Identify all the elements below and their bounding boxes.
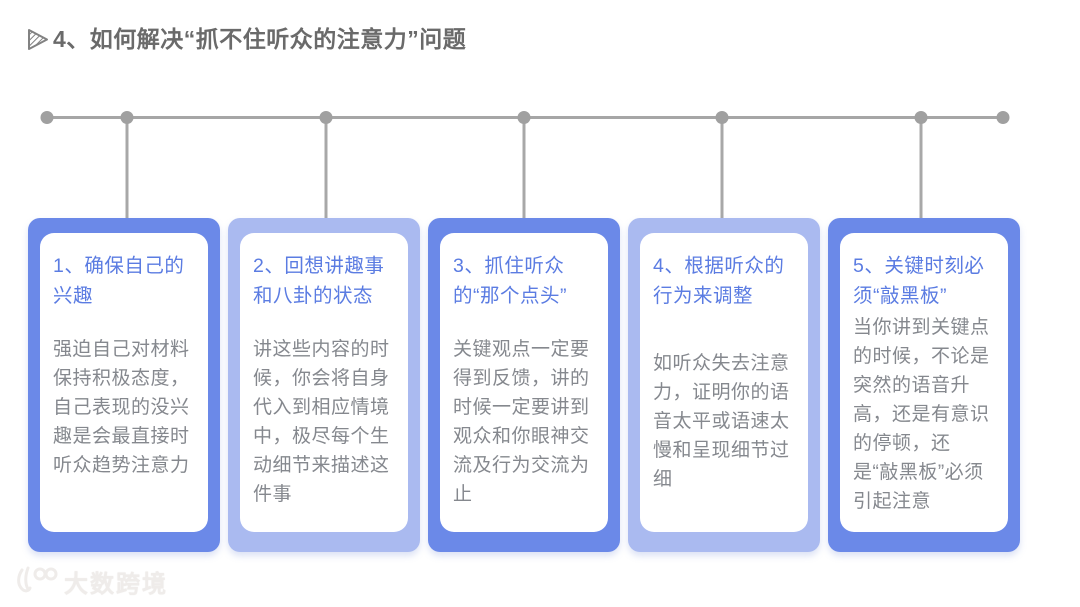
timeline-connector bbox=[125, 118, 129, 219]
card-row: 1、确保自己的兴趣 强迫自己对材料保持积极态度，自己表现的没兴趣是会最直接时听众… bbox=[28, 218, 1020, 552]
card-4: 4、根据听众的行为来调整 如听众失去注意力，证明你的语音太平或语速太慢和呈现细节… bbox=[628, 218, 820, 552]
brand-name: 大数跨境 bbox=[64, 571, 168, 598]
page-title: 4、如何解决“抓不住听众的注意力”问题 bbox=[53, 26, 467, 52]
brand-logo-icon bbox=[14, 562, 58, 601]
card-4-title: 4、根据听众的行为来调整 bbox=[653, 255, 785, 307]
timeline-connector bbox=[919, 118, 923, 219]
card-2-body: 讲这些内容的时候，你会将自身代入到相应情境中，极尽每个生动细节来描述这件事 bbox=[253, 339, 390, 505]
card-2-title: 2、回想讲趣事和八卦的状态 bbox=[253, 255, 385, 307]
card-3: 3、抓住听众的“那个点头” 关键观点一定要得到反馈，讲的时候一定要讲到观众和你眼… bbox=[428, 218, 620, 552]
timeline-connector bbox=[720, 118, 724, 219]
card-3-title: 3、抓住听众的“那个点头” bbox=[453, 255, 567, 307]
card-3-body: 关键观点一定要得到反馈，讲的时候一定要讲到观众和你眼神交流及行为交流为止 bbox=[453, 339, 590, 505]
card-5-body: 当你讲到关键点的时候，不论是突然的语音升高，还是有意识的停顿，还是“敲黑板”必须… bbox=[853, 317, 990, 512]
timeline-dot bbox=[914, 111, 928, 124]
striped-play-icon bbox=[26, 26, 50, 53]
timeline-dot bbox=[40, 111, 54, 124]
card-4-body: 如听众失去注意力，证明你的语音太平或语速太慢和呈现细节过细 bbox=[653, 353, 790, 490]
card-1-title: 1、确保自己的兴趣 bbox=[53, 255, 185, 307]
card-5-panel: 5、关键时刻必须“敲黑板” 当你讲到关键点的时候，不论是突然的语音升高，还是有意… bbox=[840, 233, 1008, 532]
timeline-dot bbox=[120, 111, 134, 124]
card-3-panel: 3、抓住听众的“那个点头” 关键观点一定要得到反馈，讲的时候一定要讲到观众和你眼… bbox=[440, 233, 608, 532]
card-1: 1、确保自己的兴趣 强迫自己对材料保持积极态度，自己表现的没兴趣是会最直接时听众… bbox=[28, 218, 220, 552]
header: 4、如何解决“抓不住听众的注意力”问题 bbox=[26, 26, 466, 54]
timeline-dot bbox=[715, 111, 729, 124]
card-2: 2、回想讲趣事和八卦的状态 讲这些内容的时候，你会将自身代入到相应情境中，极尽每… bbox=[228, 218, 420, 552]
watermark: 大数跨境 bbox=[14, 562, 168, 601]
card-2-panel: 2、回想讲趣事和八卦的状态 讲这些内容的时候，你会将自身代入到相应情境中，极尽每… bbox=[240, 233, 408, 532]
card-5: 5、关键时刻必须“敲黑板” 当你讲到关键点的时候，不论是突然的语音升高，还是有意… bbox=[828, 218, 1020, 552]
timeline-dot bbox=[517, 111, 531, 124]
timeline-dot bbox=[319, 111, 333, 124]
timeline-connector bbox=[522, 118, 526, 219]
card-5-title: 5、关键时刻必须“敲黑板” bbox=[853, 255, 985, 307]
card-1-panel: 1、确保自己的兴趣 强迫自己对材料保持积极态度，自己表现的没兴趣是会最直接时听众… bbox=[40, 233, 208, 532]
timeline-dot bbox=[996, 111, 1010, 124]
timeline-connector bbox=[324, 118, 328, 219]
timeline bbox=[28, 0, 1020, 219]
card-4-panel: 4、根据听众的行为来调整 如听众失去注意力，证明你的语音太平或语速太慢和呈现细节… bbox=[640, 233, 808, 532]
card-1-body: 强迫自己对材料保持积极态度，自己表现的没兴趣是会最直接时听众趋势注意力 bbox=[53, 339, 190, 476]
